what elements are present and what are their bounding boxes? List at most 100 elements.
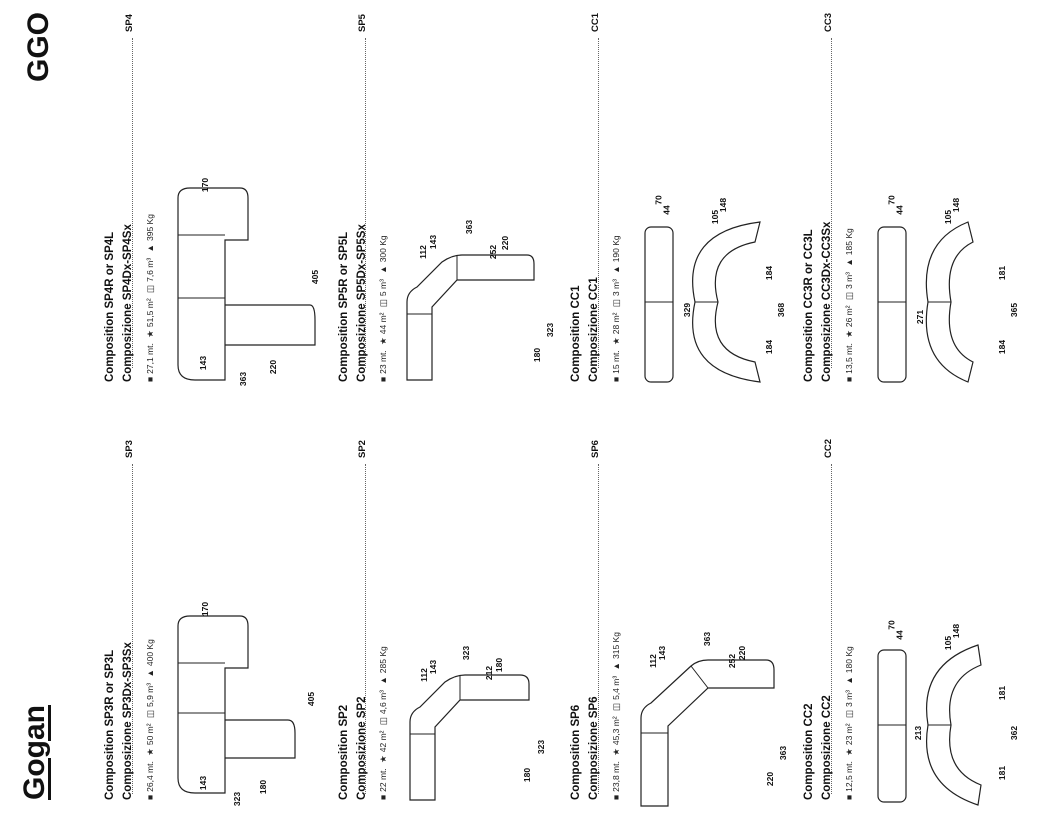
dim-label: 220 [737,645,748,661]
dim-label: 105 [710,209,721,225]
card-code: SP5 [357,14,368,32]
dim-label: 180 [522,767,533,783]
dim-label: 363 [238,371,249,387]
dim-label: 180 [258,779,269,795]
dim-label: 323 [232,791,243,807]
square-icon: ■ [844,376,854,382]
dim-label: 323 [461,645,472,661]
star-icon: ★ [611,748,621,756]
stats-row: ■23 mt. ★44 m² ◫5 m³ ▲300 Kg [378,235,388,382]
card-code: CC3 [823,12,834,32]
weight-icon: ▲ [844,676,854,685]
sofa-drawing-sp3 [177,615,296,794]
stats-row: ■15 mt. ★28 m² ◫3 m³ ▲190 Kg [611,235,621,382]
dim-label: 181 [997,265,1008,281]
card-code: SP4 [124,14,135,32]
star-icon: ★ [145,748,155,756]
stats-row: ■27,1 mt. ★51,5 m² ◫7,6 m³ ▲395 Kg [145,214,155,382]
sofa-drawing-cc2 [877,644,982,806]
dim-label: 112 [647,654,658,668]
dim-label: 143 [428,659,439,675]
title-en: Composition SP4R or SP4L [104,231,116,382]
title-it: Composizione SP6 [588,696,600,800]
dim-label: 70 [886,620,897,630]
dim-label: 44 [894,630,905,640]
dim-label: 143 [657,645,668,661]
dim-label: 181 [997,685,1008,701]
dim-label: 181 [997,765,1008,781]
cube-icon: ◫ [611,702,621,711]
dim-label: 44 [661,205,672,215]
title-en: Composition CC1 [570,285,582,382]
dim-label: 180 [494,657,505,673]
dim-label: 213 [913,725,924,741]
card-code: SP2 [357,440,368,458]
star-icon: ★ [378,755,388,763]
title-it: Composizione CC1 [588,277,600,382]
dim-label: 368 [776,302,787,318]
dim-label: 323 [536,739,547,755]
dim-label: 105 [943,635,954,651]
weight-icon: ▲ [611,265,621,274]
title-en: Composition SP3R or SP3L [104,649,116,800]
star-icon: ★ [145,330,155,338]
stats-row: ■26,4 mt. ★50 m² ◫5,9 m³ ▲400 Kg [145,639,155,800]
dim-label: 363 [464,219,475,235]
dim-label: 143 [428,234,439,250]
sofa-drawing-sp5 [406,254,535,381]
cube-icon: ◫ [145,284,155,293]
cube-icon: ◫ [378,299,388,308]
square-icon: ■ [378,794,388,800]
weight-icon: ▲ [145,669,155,678]
dim-label: 44 [894,205,905,215]
square-icon: ■ [145,794,155,800]
weight-icon: ▲ [611,662,621,671]
dim-label: 271 [915,309,926,325]
dim-label: 170 [200,601,211,617]
square-icon: ■ [611,794,621,800]
dim-label: 184 [764,339,775,355]
card-code: CC1 [590,12,601,32]
star-icon: ★ [844,748,854,756]
dim-label: 184 [997,339,1008,355]
title-it: Composizione SP3Dx-SP3Sx [122,642,134,800]
dim-label: 329 [682,302,693,318]
title-en: Composition CC2 [803,703,815,800]
weight-icon: ▲ [378,265,388,274]
title-en: Composition SP5R or SP5L [338,231,350,382]
dim-label: 143 [198,775,209,791]
stats-row: ■23,8 mt. ★45,3 m² ◫5,4 m³ ▲315 Kg [611,632,621,800]
sofa-drawing-sp4 [177,187,316,381]
dim-label: 143 [198,355,209,371]
square-icon: ■ [844,794,854,800]
card-code: SP3 [124,440,135,458]
dim-label: 405 [306,691,317,707]
card-code: SP6 [590,440,601,458]
dim-label: 170 [200,177,211,193]
card-code: CC2 [823,438,834,458]
sofa-drawing-sp2 [409,674,530,801]
cube-icon: ◫ [844,292,854,301]
sofa-drawing-cc1 [644,221,761,383]
cube-icon: ◫ [145,710,155,719]
cube-icon: ◫ [844,710,854,719]
stats-row: ■12,5 mt. ★23 m² ◫3 m³ ▲180 Kg [844,646,854,800]
title-en: Composition SP6 [570,704,582,800]
dim-label: 220 [268,359,279,375]
stats-row: ■22 mt. ★42 m² ◫4,6 m³ ▲285 Kg [378,646,388,800]
weight-icon: ▲ [145,244,155,253]
title-it: Composizione CC3Dx-CC3Sx [821,221,833,382]
dim-label: 70 [653,195,664,205]
dim-label: 323 [545,322,556,338]
dim-label: 363 [778,745,789,761]
dim-label: 105 [943,209,954,225]
dim-label: 212 [484,665,495,681]
cube-icon: ◫ [378,717,388,726]
star-icon: ★ [378,337,388,345]
dim-label: 220 [765,771,776,787]
title-it: Composizione SP4Dx-SP4Sx [122,224,134,382]
brand-gogan: Gogan [18,705,51,800]
stats-row: ■13,5 mt. ★26 m² ◫3 m³ ▲185 Kg [844,228,854,382]
dim-label: 252 [488,244,499,260]
sofa-drawing-cc3 [877,221,974,383]
